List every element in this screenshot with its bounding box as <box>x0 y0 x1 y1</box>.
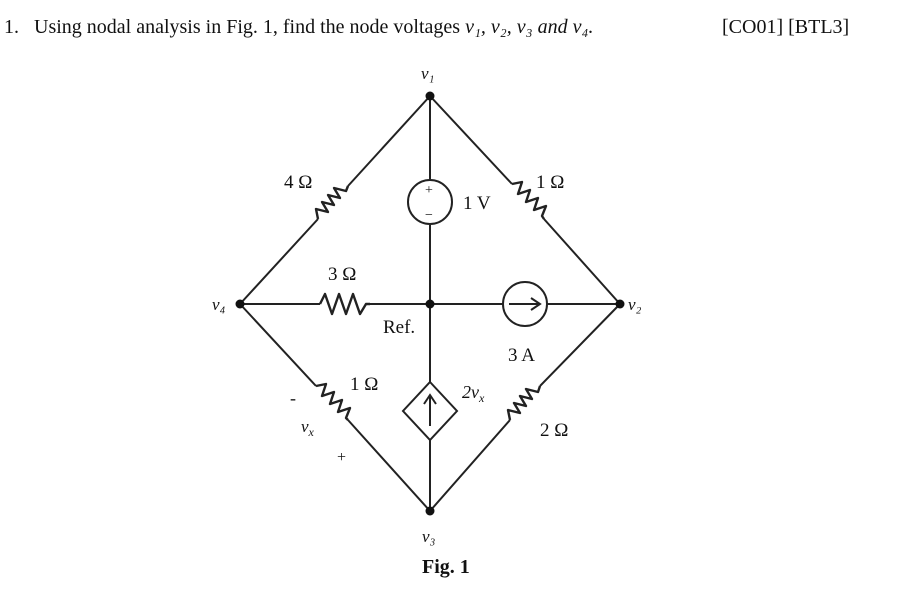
var-v2: v₂, <box>490 16 512 38</box>
current-arrow-icon <box>509 297 542 311</box>
label-ref: Ref. <box>383 317 415 338</box>
question-text: Using nodal analysis in Fig. 1, find the… <box>34 16 593 39</box>
outcome-tags: [CO01] [BTL3] <box>722 16 850 38</box>
label-1ohm-bottom: 1 Ω <box>350 374 378 395</box>
label-node-v4: v₄ <box>212 295 226 314</box>
question-prefix: Using nodal analysis in Fig. 1, find the… <box>34 16 461 38</box>
wire-v3-v2 <box>429 303 621 512</box>
label-2ohm: 2 Ω <box>540 420 568 441</box>
wire-v1-v2 <box>429 95 621 305</box>
resistor-1ohm-bottom <box>315 382 352 421</box>
label-node-v2: v₂ <box>628 295 642 314</box>
word-and: and <box>537 16 568 38</box>
node-v2-dot <box>615 299 625 309</box>
var-v3: v₃ <box>516 16 533 38</box>
vsource-plus-sign: + <box>425 183 433 198</box>
node-v1-dot <box>425 91 435 101</box>
vx-plus-sign: + <box>337 449 346 466</box>
var-v4: v₄. <box>572 16 594 38</box>
node-ref-dot <box>425 299 435 309</box>
figure-caption: Fig. 1 <box>422 556 470 578</box>
label-3ohm: 3 Ω <box>328 264 356 285</box>
wire-v4-v1 <box>239 95 431 305</box>
label-4ohm: 4 Ω <box>284 172 312 193</box>
resistor-2ohm <box>506 385 542 421</box>
question-number: 1. <box>4 16 19 38</box>
label-dependent-source: 2vx <box>462 382 485 405</box>
node-v4-dot <box>235 299 245 309</box>
wire-v4-v3 <box>239 303 431 512</box>
label-1ohm-top: 1 Ω <box>536 172 564 193</box>
label-node-v3: v₃ <box>422 527 436 546</box>
resistor-1ohm-top <box>511 180 548 220</box>
var-v1: v₁, <box>465 16 486 38</box>
resistor-4ohm <box>314 185 350 220</box>
voltage-source-1v <box>407 179 453 225</box>
vsource-minus-sign: − <box>425 208 433 223</box>
label-isource: 3 A <box>508 345 535 366</box>
resistor-3ohm <box>318 292 370 316</box>
label-node-v1: v₁ <box>421 64 434 83</box>
node-v3-dot <box>425 506 435 516</box>
label-vx: vx <box>301 417 315 439</box>
dependent-arrow-icon <box>423 393 437 426</box>
vx-minus-sign: - <box>290 388 296 408</box>
label-vsource: 1 V <box>463 193 491 214</box>
